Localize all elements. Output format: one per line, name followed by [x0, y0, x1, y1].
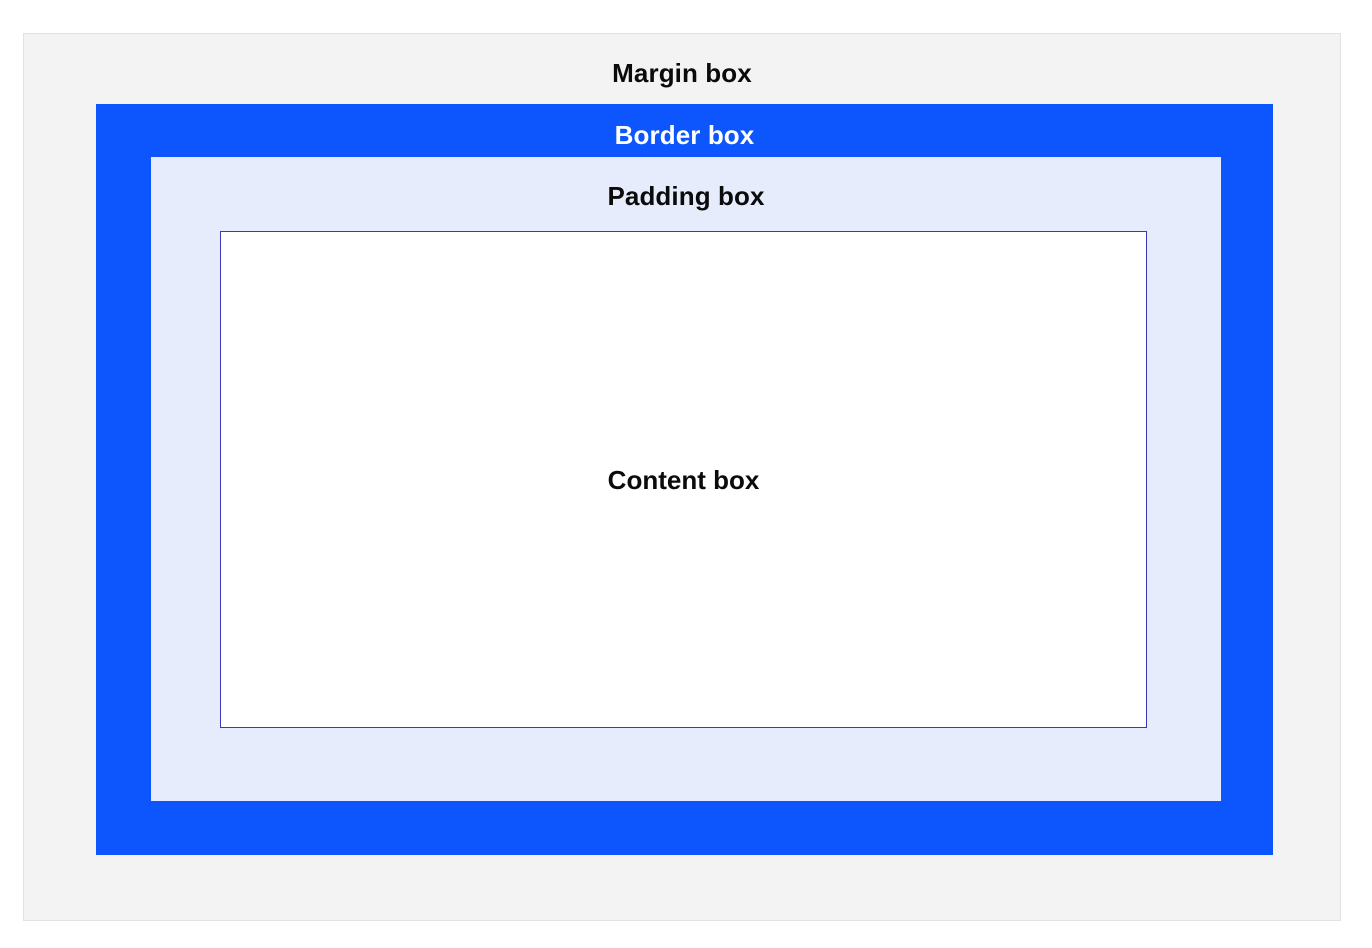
margin-box-label: Margin box: [612, 58, 752, 88]
border-box-region: Border box Padding box Content box: [96, 104, 1273, 855]
content-box-region: Content box: [220, 231, 1147, 728]
border-box-label: Border box: [614, 120, 755, 150]
padding-box-label: Padding box: [607, 181, 765, 211]
margin-box-region: Margin box Border box Padding box Conten…: [23, 33, 1341, 921]
padding-box-region: Padding box Content box: [151, 157, 1221, 801]
content-box-label: Content box: [607, 464, 760, 495]
